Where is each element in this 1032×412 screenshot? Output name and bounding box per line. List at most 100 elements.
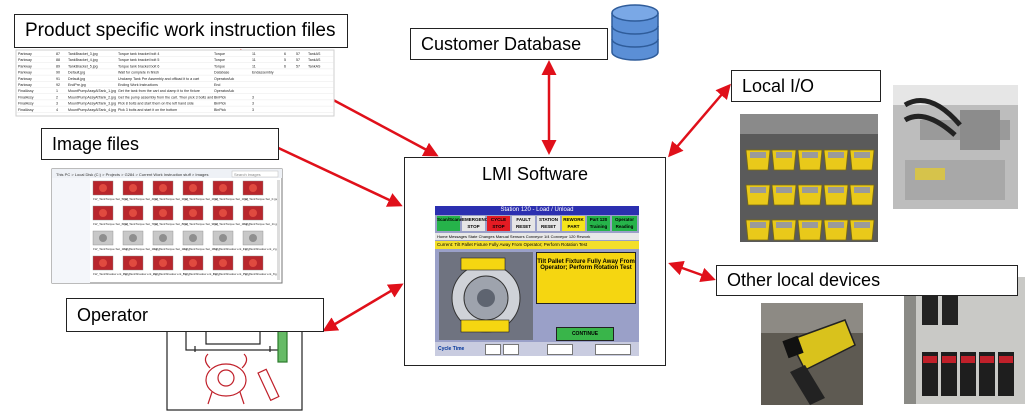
spreadsheet-cell: 3 (56, 102, 58, 106)
image-thumbnail-detail (99, 209, 107, 217)
image-filename: 1W_TankTorque Set_5.jpg (93, 197, 129, 201)
spreadsheet-cell: TankAS (308, 64, 321, 68)
parts-bin-contents (828, 152, 844, 158)
screen-header: Station 120 - Load / Unload (435, 206, 639, 215)
spreadsheet-cell: 11 (252, 52, 256, 56)
spreadsheet-cell: FinalAssy (18, 108, 34, 112)
image-filename: 1W_TankTorque Set_10.jpg (213, 222, 250, 226)
image-filename: 1W_TankShadow ent_8.jpg (243, 272, 280, 276)
station-reset-button[interactable]: STATION RESET (537, 216, 560, 231)
drive-unit-label (961, 356, 975, 363)
screen-tabs[interactable]: Home Messages State Changes Manual Senso… (435, 233, 639, 240)
image-filename: 1W_TankShadow ent_2.jpg (243, 247, 280, 251)
emergency-stop-button[interactable]: EMERGENCY STOP (462, 216, 492, 231)
spreadsheet-cell: 91 (56, 77, 60, 81)
image-thumbnail-detail (99, 234, 107, 242)
image-thumbnail-detail (129, 259, 137, 267)
training-button[interactable]: Part 120 Training (587, 216, 610, 231)
explorer-path: This PC > Local Disk (C:) > Projects > G… (56, 172, 208, 177)
rework-part-button[interactable]: REWORK PART (562, 216, 585, 231)
spreadsheet-cell: 87 (56, 52, 60, 56)
lmi-software-box: LMI Software Station 120 - Load / Unload… (404, 157, 666, 366)
spreadsheet-cell: FinalAssy (18, 95, 34, 99)
spreadsheet-cell: EndPre.jpg (68, 83, 86, 87)
spreadsheet-cell: Unclamp Tank Pre Assembly and offload it… (118, 77, 199, 81)
image-thumbnail-detail (129, 184, 137, 192)
spreadsheet-cell: MountPumpAssyAtTank_4.jpg (68, 108, 116, 112)
image-thumbnail-detail (159, 209, 167, 217)
operator-label: Operator (66, 298, 324, 332)
spreadsheet-cell: 88 (56, 58, 60, 62)
image-filename: 1W_TankShadow ent_3.jpg (93, 272, 130, 276)
spreadsheet-cell: BinPick (214, 108, 226, 112)
spreadsheet-cell: MountPumpAssyAtTank_2.jpg (68, 95, 116, 99)
image-thumbnail-detail (129, 209, 137, 217)
arrow-local-io-lmi (668, 83, 731, 158)
lmi-screen: Station 120 - Load / Unload Scan/Scannin… (435, 206, 639, 356)
image-thumbnail-detail (159, 184, 167, 192)
current-step-bar: Current: Tilt Pallet Fixture Fully Away … (435, 241, 639, 249)
operator-reading-button[interactable]: Operator Reading (612, 216, 637, 231)
spreadsheet-cell: Default.jpg (68, 77, 85, 81)
spreadsheet-cell: Parkway (18, 83, 32, 87)
spreadsheet-cell: TankAS (308, 58, 321, 62)
spreadsheet-cell: 11 (252, 58, 256, 62)
image-thumbnail-detail (219, 259, 227, 267)
fixture-image (439, 252, 533, 340)
image-thumbnail-detail (249, 209, 257, 217)
spreadsheet-cell: TankBracket_4.jpg (68, 58, 98, 62)
image-filename: 1W_TankTorque Set_9.jpg (183, 222, 219, 226)
parts-bin-contents (750, 222, 766, 228)
spreadsheet-cell: Wait for complete in finish (118, 71, 159, 75)
spreadsheet-cell: Endassembly (252, 71, 274, 75)
spreadsheet-cell: TankBracket_3.jpg (68, 52, 98, 56)
spreadsheet-cell: FinalAssy (18, 102, 34, 106)
image-filename: 1W_TankTorque Set_6.jpg (93, 222, 129, 226)
spreadsheet-cell: Torque tank bracket bolt 4 (118, 52, 159, 56)
spreadsheet-cell: BinPick (214, 95, 226, 99)
continue-button[interactable]: CONTINUE (556, 327, 614, 341)
image-filename: 1W_TankShadow ent_1.jpg (213, 247, 250, 251)
spreadsheet-cell: 57 (296, 58, 300, 62)
barcode-scanner-photo (761, 303, 863, 405)
spreadsheet-cell: 6 (284, 52, 286, 56)
image-thumbnail-detail (189, 184, 197, 192)
instruction-message: Tilt Pallet Fixture Fully Away From Oper… (536, 252, 636, 304)
image-filename: 1W_TankShadow ent_6.jpg (183, 272, 220, 276)
operator-workstation-diagram (166, 319, 303, 411)
image-thumbnail-detail (219, 209, 227, 217)
local-io-label: Local I/O (731, 70, 881, 102)
scan-button[interactable]: Scan/Scanning (437, 216, 469, 231)
spreadsheet-cell: 3 (252, 102, 254, 106)
image-thumbnail-detail (159, 259, 167, 267)
spreadsheet-cell: Torque tank bracket bolt 6 (118, 64, 159, 68)
screen-footer: Cycle Time (435, 342, 639, 356)
spreadsheet-cell: 2 (56, 95, 58, 99)
database-icon (611, 4, 659, 61)
parts-bin-contents (776, 222, 792, 228)
parts-bin-contents (854, 222, 870, 228)
parts-bin-contents (776, 152, 792, 158)
cycle-stop-button[interactable]: CYCLE STOP (487, 216, 510, 231)
machine-sensor-photo (893, 85, 1018, 209)
other-local-devices-label: Other local devices (716, 265, 1018, 296)
image-thumbnail-detail (189, 209, 197, 217)
spreadsheet-cell: 57 (296, 52, 300, 56)
image-filename: 1W_TankTorque Set_13.jpg (123, 247, 160, 251)
parts-bin-contents (750, 187, 766, 193)
image-filename: 1W_TankShadow ent_4.jpg (123, 272, 160, 276)
image-thumbnail-detail (99, 184, 107, 192)
spreadsheet-cell: OperatorAck (214, 89, 234, 93)
spreadsheet-cell: BinPick (214, 102, 226, 106)
image-filename: 1W_TankTorque Set_3.jpg (153, 197, 189, 201)
parts-bin-contents (802, 187, 818, 193)
fault-reset-button[interactable]: FAULT RESET (512, 216, 535, 231)
spreadsheet-cell: 90 (56, 71, 60, 75)
image-filename: 1W_TankTorque Set_4.jpg (123, 197, 159, 201)
spreadsheet-cell: 57 (296, 64, 300, 68)
product-files-label: Product specific work instruction files (14, 14, 348, 48)
image-filename: 1W_TankTorque Set_15.jpg (183, 247, 220, 251)
spreadsheet-cell: Parkway (18, 64, 32, 68)
spreadsheet-cell: TankBracket_5.jpg (68, 64, 98, 68)
spreadsheet-cell: Parkway (18, 58, 32, 62)
